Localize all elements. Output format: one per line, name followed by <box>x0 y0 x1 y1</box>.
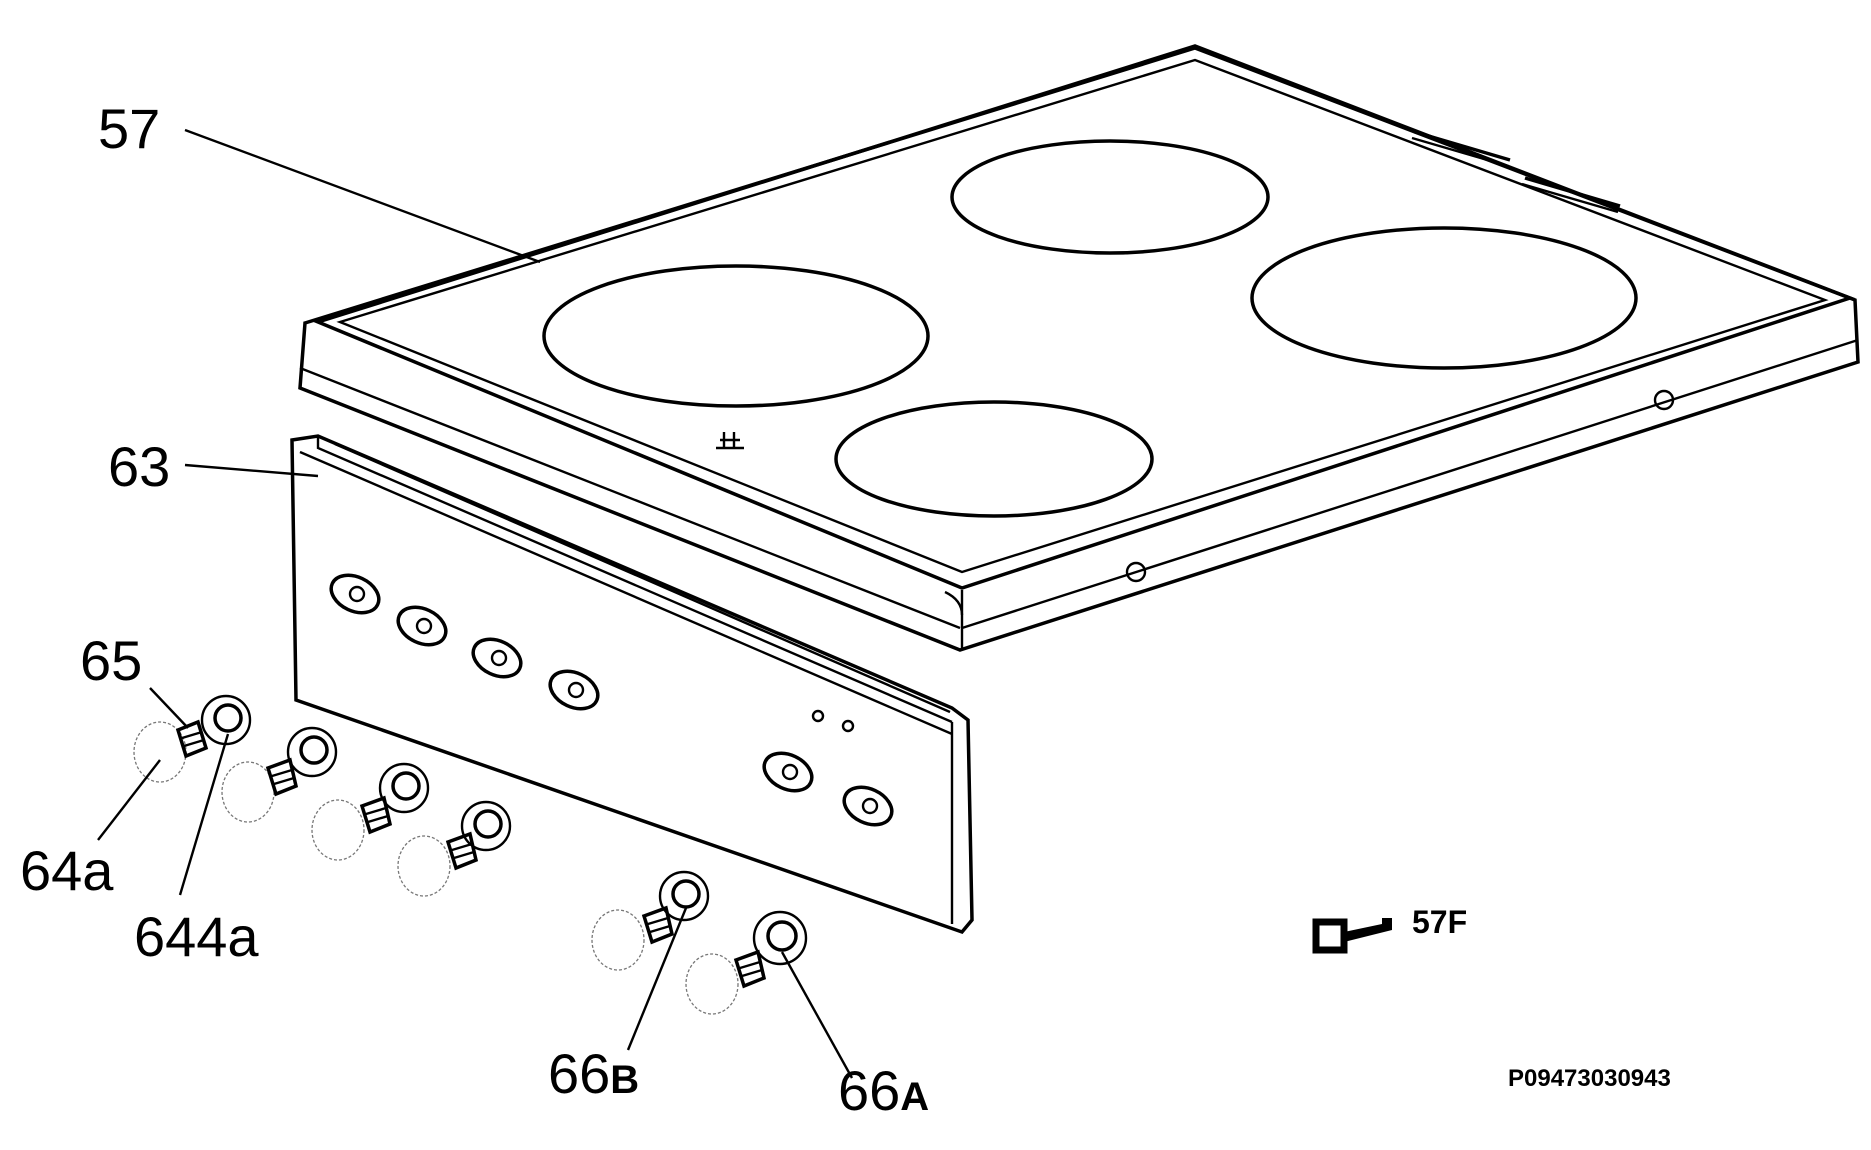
knob-assembly-2 <box>221 726 338 823</box>
indicator-light <box>841 719 855 733</box>
label-66b-suffix: B <box>610 1058 639 1102</box>
shaft-hole <box>548 669 600 711</box>
cooking-zone-front-left <box>542 264 930 408</box>
shaft-hole <box>396 605 448 647</box>
leader-66b <box>626 907 688 1051</box>
label-66b-number: 66 <box>548 1042 610 1105</box>
hob-top <box>298 44 1860 652</box>
leader-65 <box>149 687 189 729</box>
label-65: 65 <box>80 629 142 692</box>
label-66a-suffix: A <box>900 1075 929 1119</box>
label-66a-number: 66 <box>838 1059 900 1122</box>
label-66a: 66A <box>838 1059 929 1122</box>
cooking-zone-back-right <box>1250 226 1638 370</box>
label-57: 57 <box>98 97 160 160</box>
leader-63 <box>184 463 319 478</box>
shaft-hole <box>329 573 381 615</box>
label-66b: 66B <box>548 1042 639 1105</box>
label-57f: 57F <box>1412 904 1467 940</box>
shaft-hole <box>842 785 894 827</box>
cooking-zone-back-left <box>950 139 1270 255</box>
knob-assembly-1 <box>133 694 252 783</box>
reference-code: P09473030943 <box>1508 1065 1671 1092</box>
cooking-zone-front-right <box>834 400 1154 518</box>
knob-assembly-4 <box>397 800 512 897</box>
label-64a: 64a <box>20 839 114 902</box>
control-panel <box>290 434 974 935</box>
leader-57 <box>184 128 541 264</box>
knob-assembly-66a <box>685 910 808 1015</box>
label-63: 63 <box>108 435 170 498</box>
leader-lines <box>97 128 854 1079</box>
label-644a: 644a <box>134 905 259 968</box>
shaft-hole <box>471 637 523 679</box>
indicator-light <box>811 709 825 723</box>
leader-66a <box>780 951 854 1079</box>
leader-64a <box>97 759 161 841</box>
leader-644a <box>178 733 230 896</box>
knob-assembly-3 <box>311 762 430 861</box>
shaft-hole <box>762 751 814 793</box>
knob-assembly-66b <box>591 870 710 971</box>
screw-key-icon <box>1312 918 1392 954</box>
